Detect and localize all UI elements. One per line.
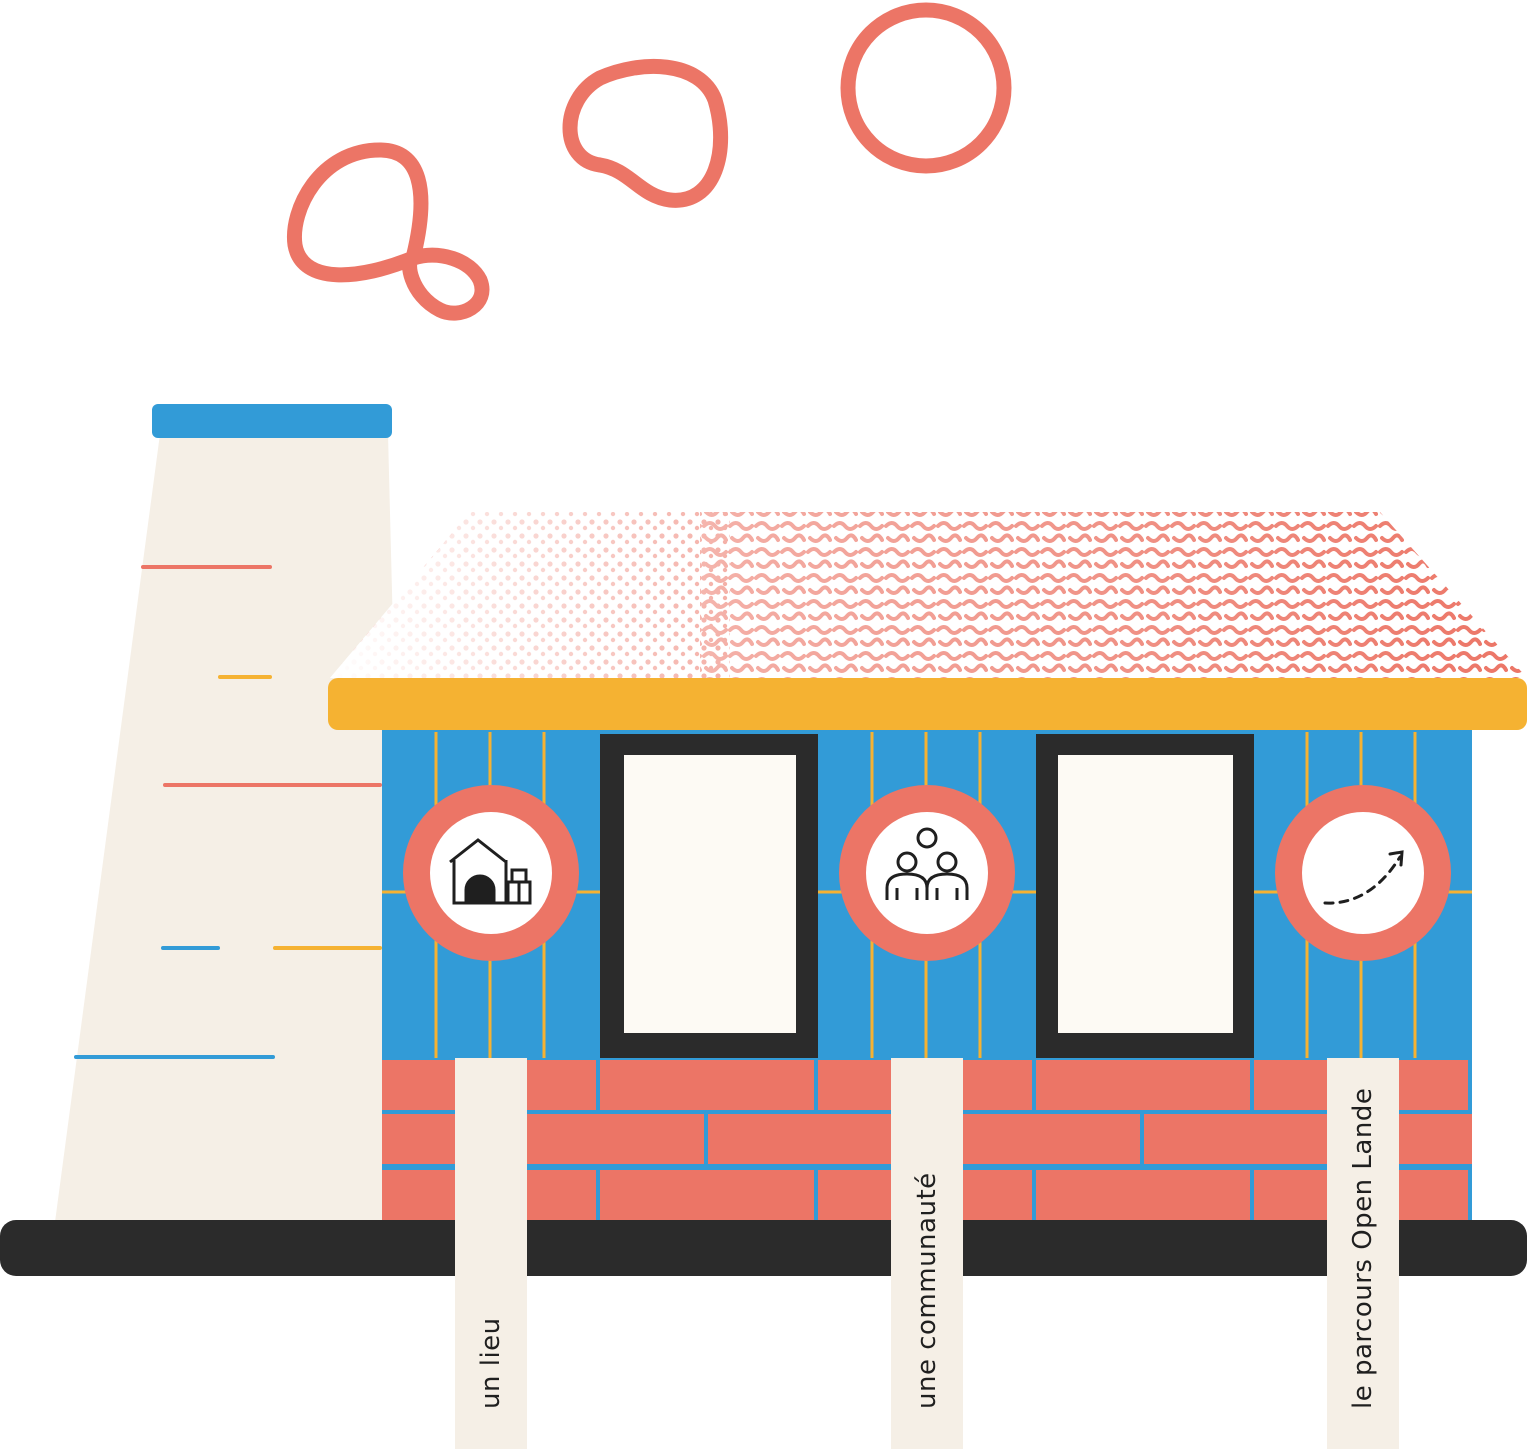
house-icon	[449, 838, 532, 905]
smoke-loop-1	[286, 142, 490, 321]
chimney	[55, 404, 408, 1222]
roof	[328, 512, 1527, 730]
nav-tab-parcours[interactable]: le parcours Open Lande	[1327, 1058, 1399, 1449]
nav-label-communaute: une communauté	[912, 1172, 942, 1409]
nav-label-lieu: un lieu	[476, 1317, 506, 1409]
community-icon	[885, 827, 969, 900]
nav-label-parcours: le parcours Open Lande	[1348, 1087, 1378, 1409]
nav-badge-communaute[interactable]	[839, 785, 1015, 961]
path-arrow-icon	[1323, 850, 1404, 905]
nav-badge-lieu[interactable]	[403, 785, 579, 961]
nav-tab-lieu[interactable]: un lieu	[455, 1058, 527, 1449]
smoke-loop-3	[840, 2, 1012, 174]
nav-badge-parcours[interactable]	[1275, 785, 1451, 961]
nav-tab-communaute[interactable]: une communauté	[891, 1058, 963, 1449]
smoke-loop-2	[562, 58, 729, 208]
smoke-squiggles	[286, 2, 1012, 321]
ground-bar	[0, 1220, 1527, 1276]
windows	[600, 734, 1254, 1058]
